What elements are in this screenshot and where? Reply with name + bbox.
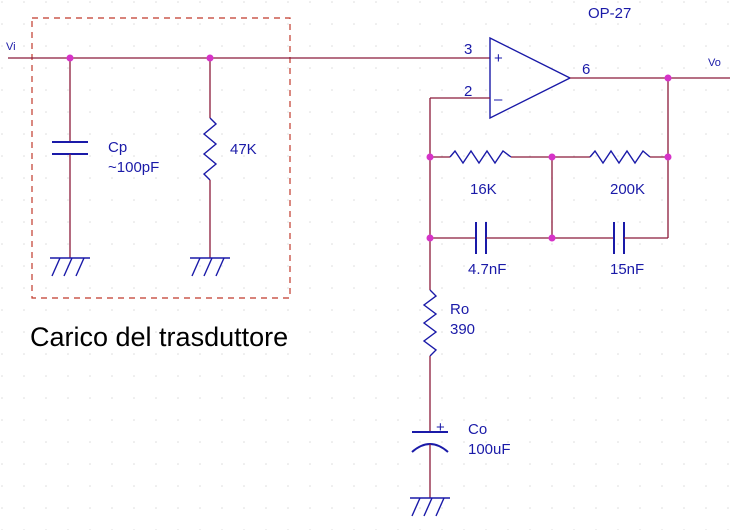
co-polarity-label: +	[436, 419, 445, 436]
junction-node	[664, 74, 672, 82]
ro-resistor	[422, 289, 438, 432]
co-name-label: Co	[468, 421, 487, 438]
ground-symbol-47k	[190, 257, 230, 277]
junction-node	[66, 54, 74, 62]
junction-node	[426, 234, 434, 242]
junction-node	[206, 54, 214, 62]
co-capacitor	[411, 431, 449, 498]
r47k-branch	[202, 58, 218, 258]
inverting-input-wire	[429, 97, 490, 290]
transducer-load-box	[31, 17, 291, 299]
ro-name-label: Ro	[450, 301, 469, 318]
transducer-load-title: Carico del trasduttore	[30, 322, 288, 352]
r47k-value-label: 47K	[230, 141, 257, 158]
cp-value-label: ~100pF	[108, 159, 159, 176]
co-value-label: 100uF	[468, 441, 511, 458]
opamp-minus-sign: –	[494, 91, 503, 108]
junction-node	[548, 153, 556, 161]
output-port-label: Vo	[708, 57, 721, 69]
ro-value-label: 390	[450, 321, 475, 338]
opamp-part-label: OP-27	[588, 5, 631, 22]
opamp-symbol	[489, 36, 572, 120]
junction-node	[548, 234, 556, 242]
cp-name-label: Cp	[108, 139, 127, 156]
feedback-capacitor-row	[430, 222, 668, 254]
junction-node	[664, 153, 672, 161]
ground-symbol-co	[410, 497, 450, 517]
pin-2-label: 2	[464, 83, 472, 100]
pin-3-label: 3	[464, 41, 472, 58]
junction-nodes	[66, 54, 672, 242]
input-port-label: Vi	[6, 41, 16, 53]
c15n-value-label: 15nF	[610, 261, 644, 278]
r200k-value-label: 200K	[610, 181, 645, 198]
pin-6-label: 6	[582, 61, 590, 78]
c47n-value-label: 4.7nF	[468, 261, 506, 278]
ground-symbol-cp	[50, 257, 90, 277]
opamp-plus-sign: +	[494, 50, 503, 67]
cp-branch	[52, 58, 88, 258]
r16k-value-label: 16K	[470, 181, 497, 198]
junction-node	[426, 153, 434, 161]
